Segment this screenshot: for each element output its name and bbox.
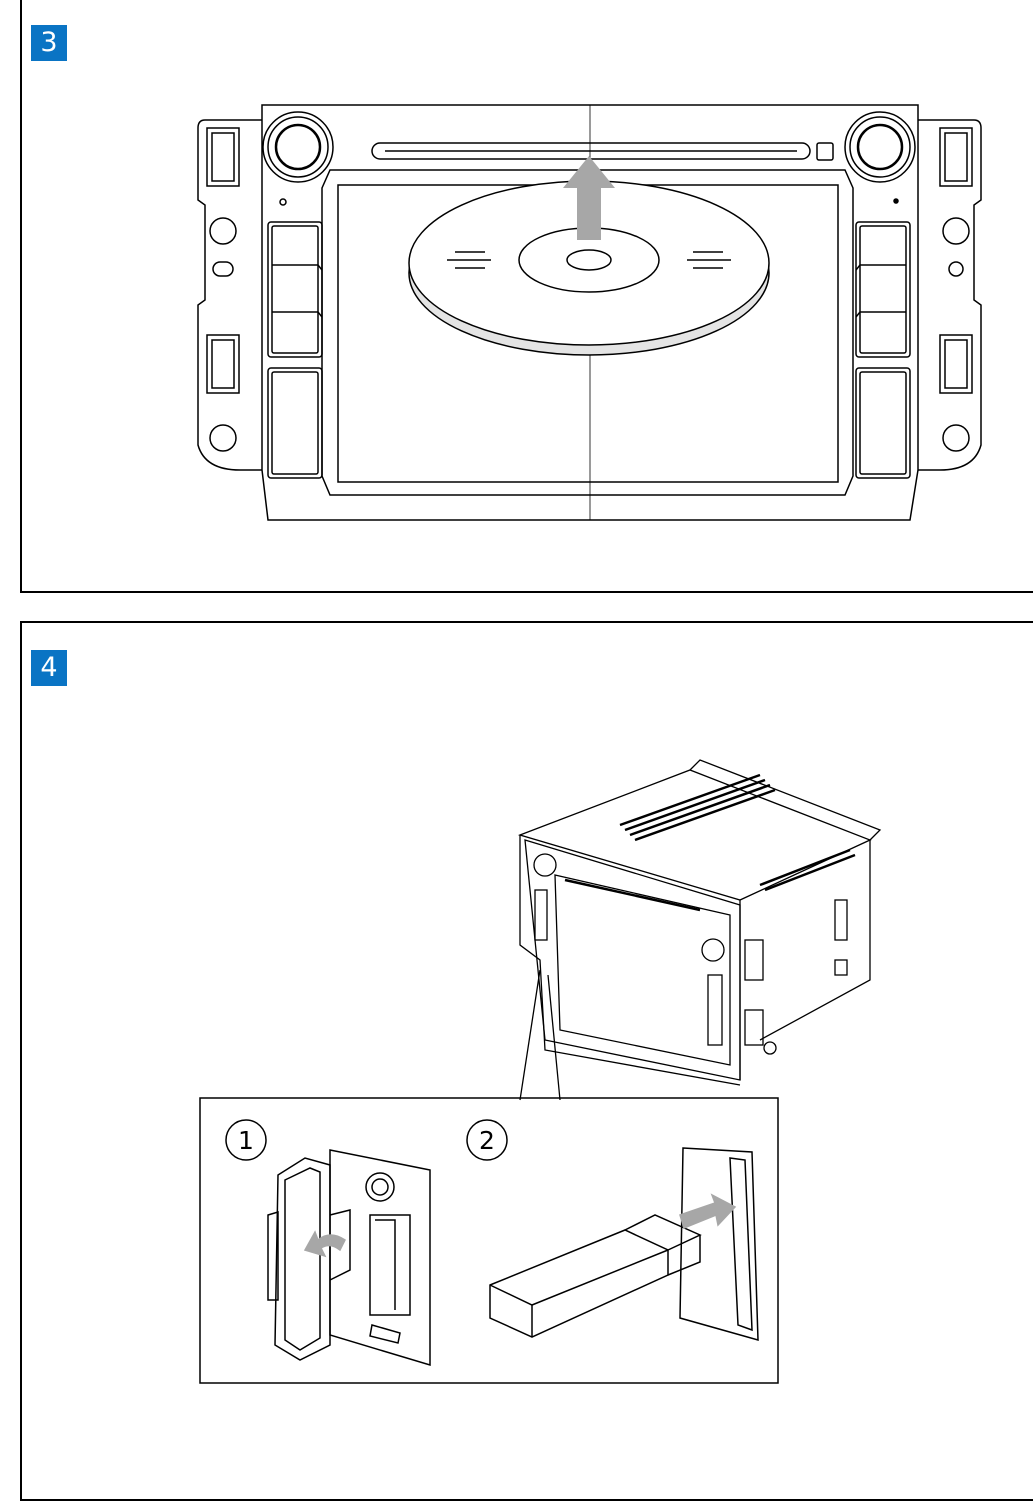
left-knob: [262, 111, 334, 183]
sub-step-1-number: 1: [238, 1126, 254, 1155]
front-panel: [261, 104, 919, 521]
open-cover-arrow: [303, 1230, 346, 1258]
step-3-badge: 3: [31, 25, 67, 61]
usb-detail-illustration: 1 2: [199, 1097, 779, 1384]
step-4-badge: 4: [31, 650, 67, 686]
disc-icon: [408, 180, 770, 356]
usb-stick-icon: [489, 1214, 702, 1338]
sub-step-1-marker: [225, 1119, 267, 1161]
callout-lines: [519, 969, 561, 1101]
step-3-panel: [20, 0, 1033, 593]
right-knob: [844, 111, 916, 183]
sub-step-2-marker: [466, 1119, 508, 1161]
head-unit-side-illustration: [517, 759, 882, 1101]
eject-arrow: [563, 156, 615, 240]
sub-step-2-number: 2: [479, 1126, 495, 1155]
port-cover-illustration: [267, 1149, 431, 1367]
mounting-bracket-right: [918, 119, 982, 471]
mounting-bracket-left: [197, 119, 262, 471]
head-unit-front-illustration: [197, 104, 982, 521]
usb-port-illustration: [679, 1147, 759, 1341]
insert-usb-arrow: [679, 1193, 737, 1230]
